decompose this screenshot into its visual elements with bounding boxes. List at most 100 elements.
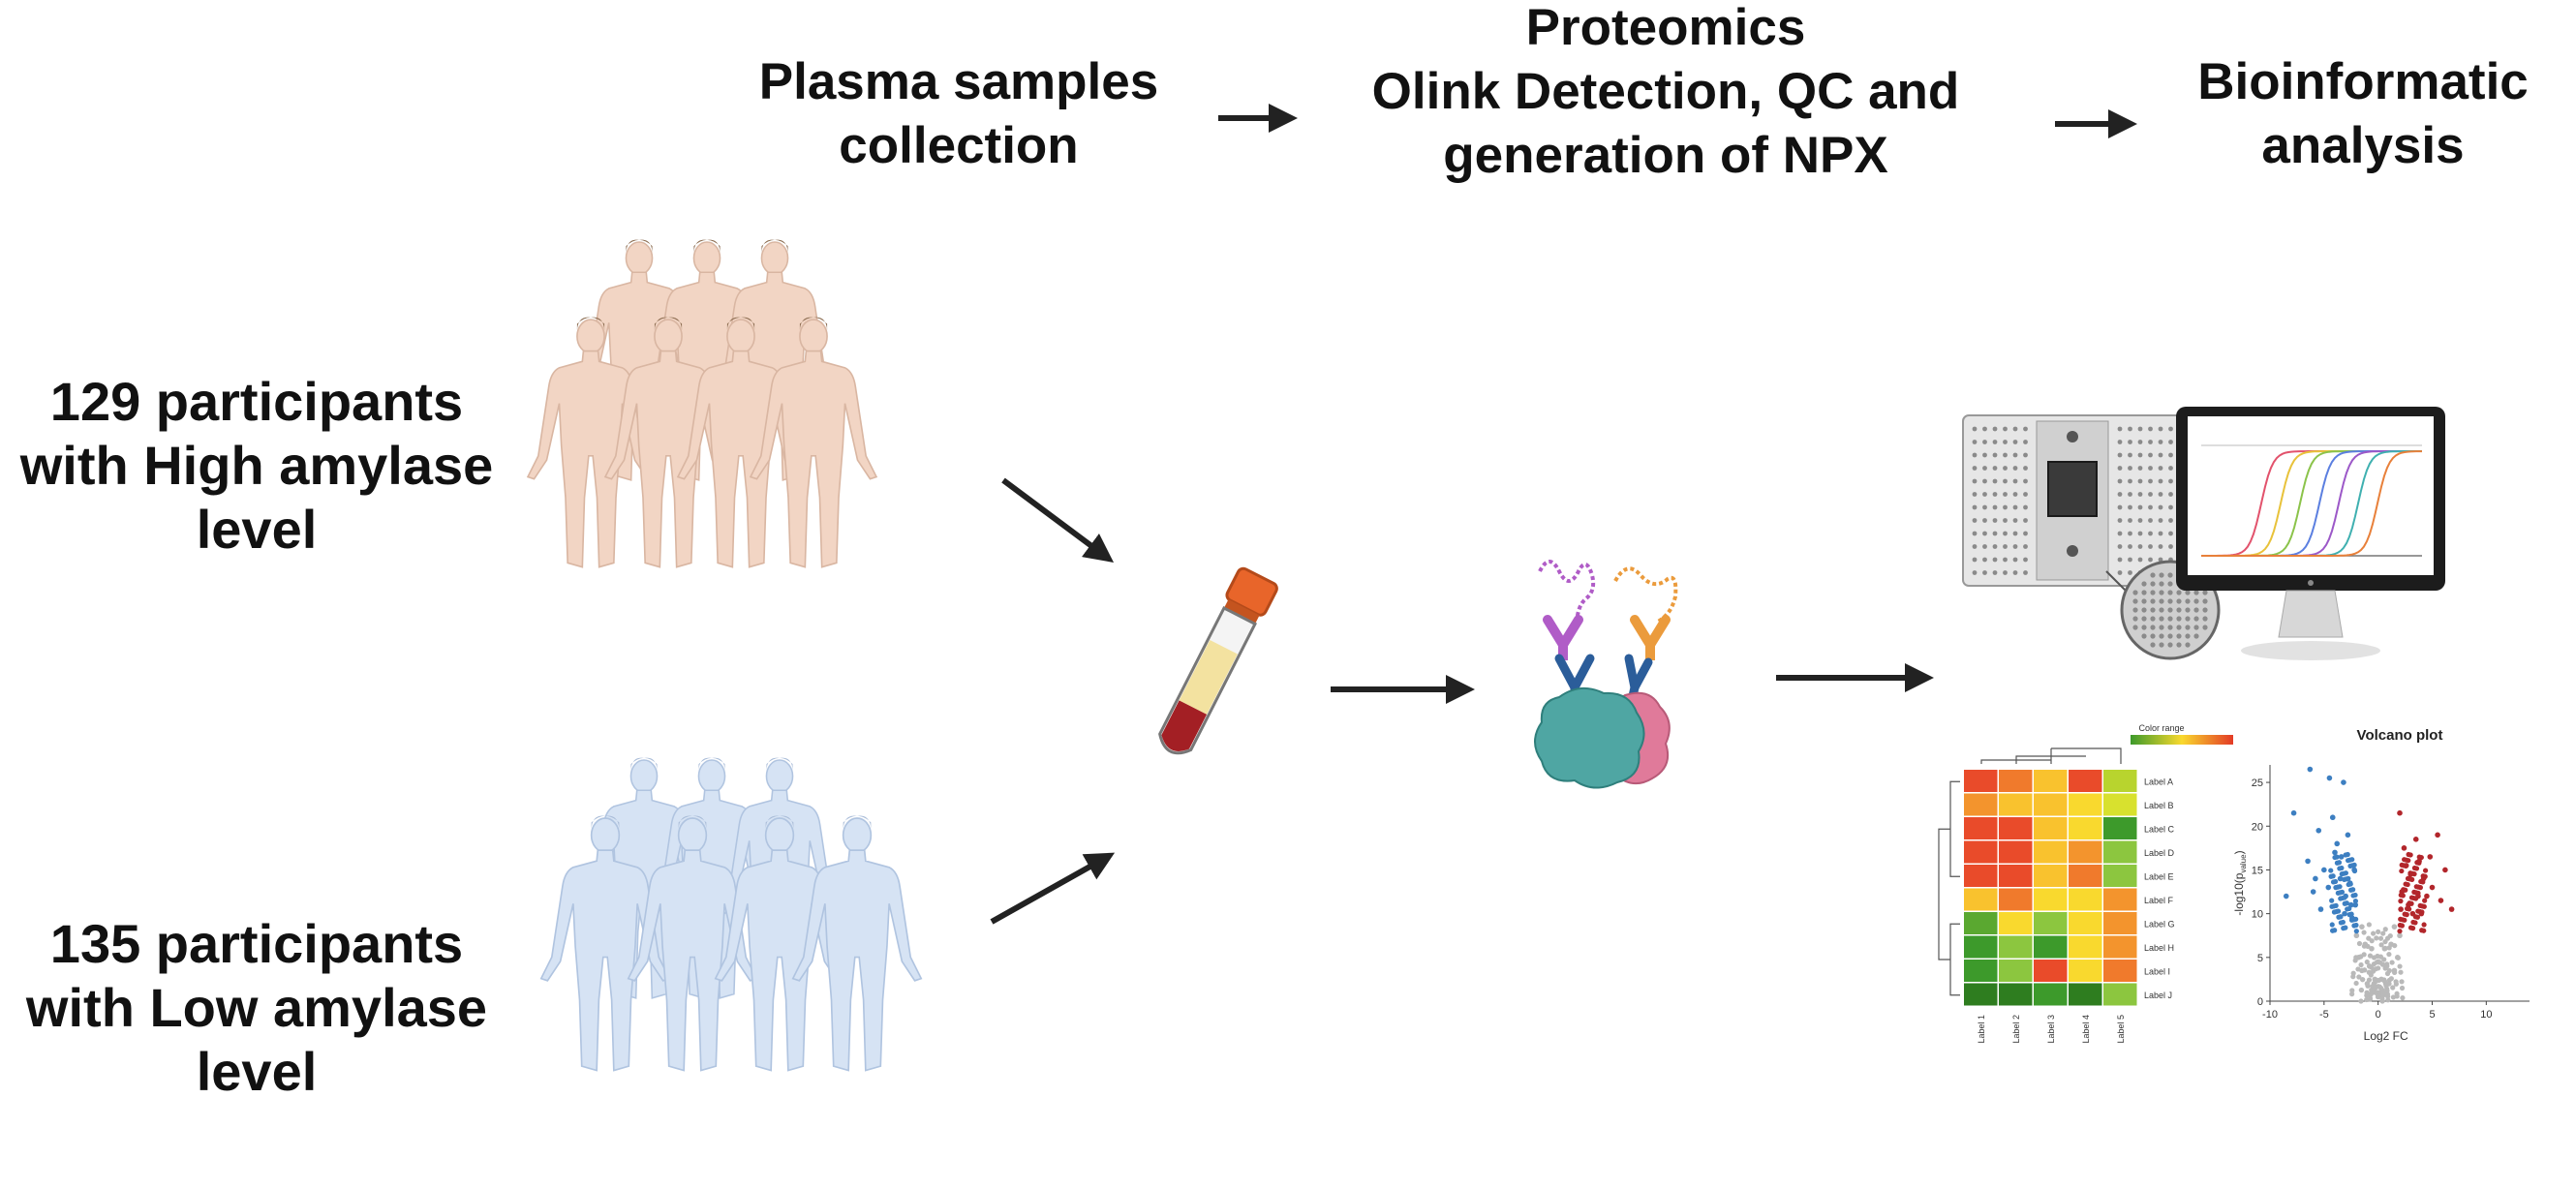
heatmap-row-label: Label A [2144, 777, 2173, 786]
volcano-point-up [2413, 884, 2419, 890]
volcano-point-ns [2393, 981, 2399, 987]
volcano-point-up [2397, 922, 2403, 929]
volcano-point-ns [2350, 970, 2356, 976]
volcano-point-down [2325, 884, 2332, 891]
heatmap-cell [1999, 840, 2033, 864]
volcano-point-down [2329, 898, 2335, 903]
volcano-point-up [2397, 929, 2403, 934]
volcano-point-up [2411, 889, 2417, 895]
heatmap-cell [2069, 912, 2102, 934]
volcano-point-ns [2378, 976, 2384, 983]
volcano-point-ns [2386, 967, 2392, 974]
volcano-y-tick: 0 [2257, 996, 2263, 1008]
volcano-point-down [2336, 860, 2343, 866]
volcano-point-up [2408, 895, 2415, 900]
heatmap-cell [2034, 935, 2068, 959]
volcano-point-down [2305, 858, 2311, 865]
header-bioinformatic-line2: analysis [2261, 117, 2465, 174]
volcano-point-ns [2394, 955, 2401, 960]
tube-cap [1225, 566, 1278, 617]
header-plasma-line2: collection [839, 117, 1079, 174]
low-person-front-4 [791, 815, 923, 1072]
volcano-point-down [2329, 922, 2335, 928]
heatmap-cell [1999, 912, 2033, 934]
group-high-label: 129 participants with High amylase level [0, 370, 513, 562]
volcano-point-ns [2366, 963, 2373, 969]
volcano-point-down [2339, 865, 2345, 871]
volcano-point-ns [2399, 985, 2406, 991]
volcano-x-tick: -10 [2262, 1009, 2278, 1021]
heatmap-cell [1964, 960, 1998, 982]
heatmap-cell [2103, 817, 2137, 839]
heatmap-cell [1964, 840, 1998, 864]
volcano-y-label: -log10(pvalue) [2232, 850, 2248, 915]
protein-teal [1534, 686, 1645, 789]
volcano-point-up [2435, 832, 2440, 838]
heatmap-cell [2069, 840, 2102, 864]
volcano-point-ns [2367, 996, 2374, 1002]
volcano-point-up [2422, 868, 2429, 873]
heatmap-cell [2034, 960, 2068, 982]
volcano-point-up [2442, 867, 2448, 873]
chip-square [2047, 461, 2098, 517]
volcano-point-ns [2386, 981, 2392, 987]
volcano-point-down [2332, 878, 2339, 885]
group-high-line2: with High amylase [19, 435, 494, 496]
heatmap-cell [2034, 817, 2068, 839]
blood-tube-icon [1158, 566, 1278, 755]
group-high-line3: level [196, 499, 318, 560]
volcano-point-ns [2356, 940, 2363, 947]
group-low-line3: level [196, 1041, 318, 1102]
volcano-point-up [2448, 906, 2455, 912]
volcano-point-ns [2386, 951, 2392, 958]
volcano-point-up [2403, 881, 2408, 887]
volcano-point-up [2407, 900, 2412, 906]
volcano-point-down [2350, 887, 2356, 893]
heatmap-cell [1999, 888, 2033, 911]
high-person-front-2 [603, 317, 733, 568]
volcano-point-up [2411, 865, 2418, 871]
volcano-point-up [2416, 854, 2422, 860]
volcano-point-up [2399, 862, 2405, 868]
high-person-front-4 [749, 317, 878, 568]
heatmap-col-label: Label 2 [2011, 1015, 2021, 1044]
heatmap-cell [1964, 983, 1998, 1006]
volcano-point-down [2342, 910, 2347, 917]
heatmap-dendrogram [1938, 747, 2122, 996]
volcano-point-ns [2397, 963, 2403, 969]
volcano-point-ns [2364, 981, 2371, 987]
volcano-point-ns [2358, 998, 2364, 1004]
volcano-point-ns [2349, 991, 2355, 997]
volcano-point-down [2345, 851, 2350, 858]
heatmap-col-label: Label 5 [2116, 1015, 2126, 1044]
volcano-point-up [2412, 914, 2418, 920]
volcano-point-down [2342, 895, 2347, 900]
group-high-line1: 129 participants [49, 371, 464, 432]
volcano-point-ns [2366, 922, 2372, 928]
heatmap-row-label: Label H [2144, 943, 2174, 953]
arrow-high-to-tube [1001, 477, 1115, 563]
olink-antibody-protein-icon [1534, 560, 1678, 789]
volcano-point-up [2406, 851, 2411, 858]
volcano-point-ns [2388, 941, 2394, 948]
heatmap-cell [2103, 912, 2137, 934]
heatmap-cell [1999, 817, 2033, 839]
volcano-point-up [2417, 902, 2423, 908]
volcano-point-down [2343, 925, 2348, 930]
volcano-point-up [2407, 870, 2413, 876]
volcano-point-ns [2375, 959, 2381, 965]
heatmap-cell [2103, 888, 2137, 911]
volcano-point-ns [2381, 945, 2388, 952]
heatmap-cell [2069, 983, 2102, 1006]
heatmap-col-label: Label 3 [2046, 1015, 2056, 1044]
heatmap-cell [1999, 770, 2033, 792]
plate-reader-icon [1962, 414, 2183, 587]
volcano-x-tick: 0 [2376, 1009, 2381, 1021]
volcano-point-up [2429, 884, 2436, 891]
heatmap-cell [1999, 935, 2033, 959]
volcano-point-ns [2376, 965, 2381, 971]
volcano-point-down [2330, 873, 2336, 879]
volcano-point-down [2353, 916, 2359, 922]
